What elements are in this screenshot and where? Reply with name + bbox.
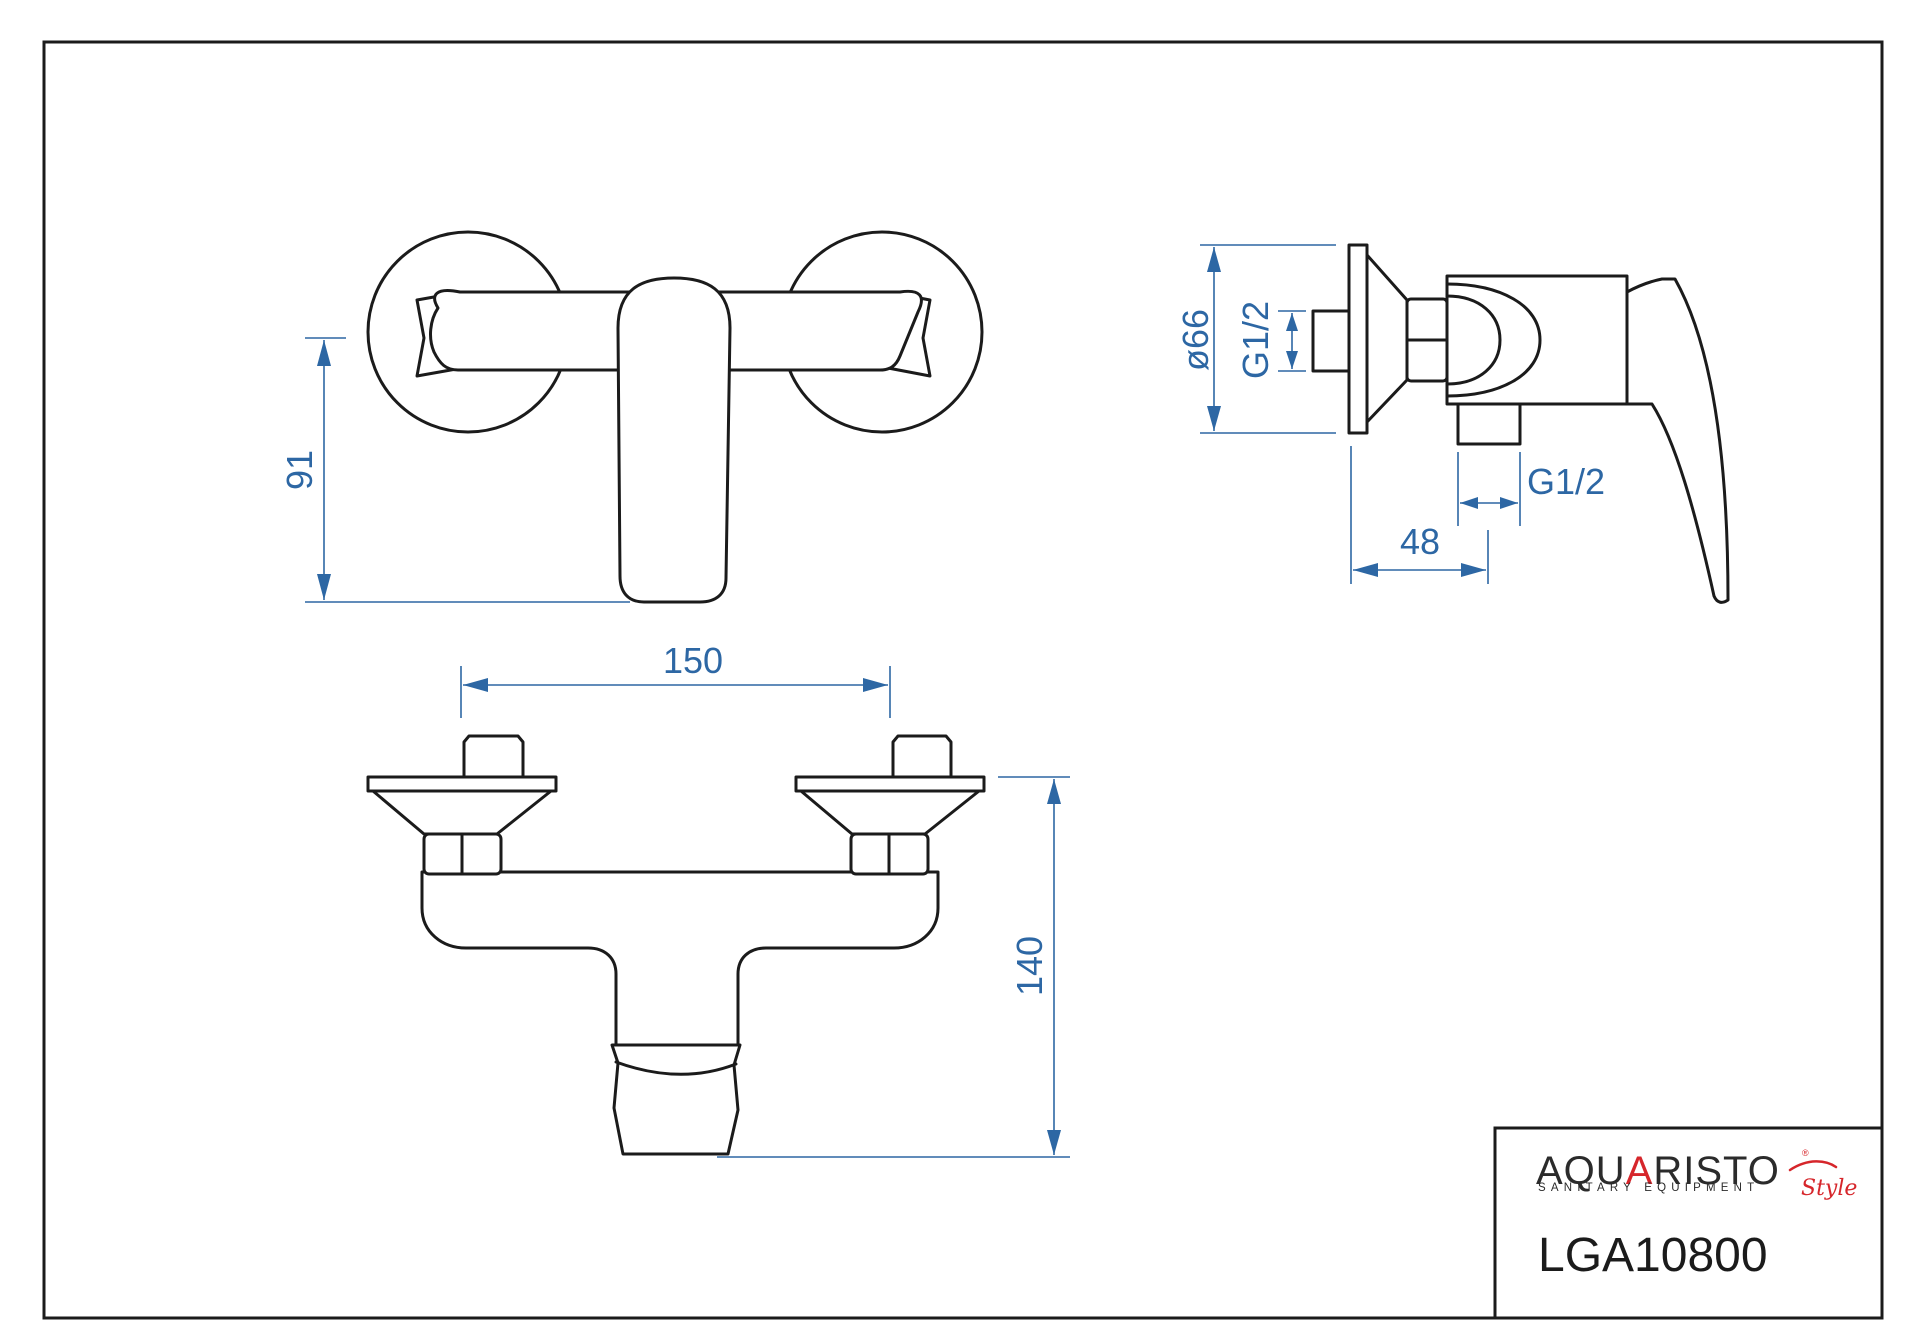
top-view [366,734,986,1156]
brand-tagline: SANITARY EQUIPMENT [1538,1182,1759,1194]
body-top-profile [420,870,940,1052]
body-side-profile [1445,274,1629,406]
outlet-thread-stub [1456,402,1522,446]
brand-wordmark: AQUARISTO [1536,1149,1780,1193]
dim-hole-spacing: 150 [460,640,891,718]
lever-side-profile [1625,277,1730,604]
brand-logo: AQUARISTO ® SANITARY EQUIPMENT Style [1536,1148,1857,1201]
dim-plate-diameter: ø66 [1175,244,1336,434]
dim-label-d66: ø66 [1175,309,1216,371]
title-block [1493,1126,1884,1320]
body-side-curve [1445,282,1542,398]
spout-outlet [610,1043,742,1156]
dim-label-140: 140 [1009,936,1050,996]
dim-label-91: 91 [279,450,320,490]
brand-registered: ® [1802,1148,1809,1158]
inlet-thread-stub [1311,309,1353,373]
wall-plate [1347,243,1369,435]
dim-bottom-thread: G1/2 [1457,452,1605,526]
side-view [1311,243,1730,604]
dim-total-height: 140 [717,776,1070,1158]
right-flange [794,775,986,793]
spout-outlet-curve [614,1060,738,1076]
dim-label-150: 150 [663,640,723,681]
left-cone-rosette [371,789,553,836]
right-connector-thread [891,734,953,779]
left-connector-thread [462,734,525,779]
drawing-frame [42,40,1884,1320]
dim-side-thread: G1/2 [1235,301,1306,379]
front-view [366,230,984,604]
lever-handle [616,276,732,604]
left-flange [366,775,558,793]
brand-swoosh [1788,1160,1838,1172]
cone-rosette [1365,253,1409,424]
dim-depth: 48 [1350,446,1489,584]
dim-label-48: 48 [1400,521,1440,562]
dim-label-g12-side: G1/2 [1235,301,1276,379]
dim-front-height: 91 [279,337,630,603]
brand-script: Style [1801,1176,1857,1201]
right-cone-rosette [799,789,981,836]
dim-label-g12-bottom: G1/2 [1527,461,1605,502]
model-number: LGA10800 [1538,1229,1768,1282]
